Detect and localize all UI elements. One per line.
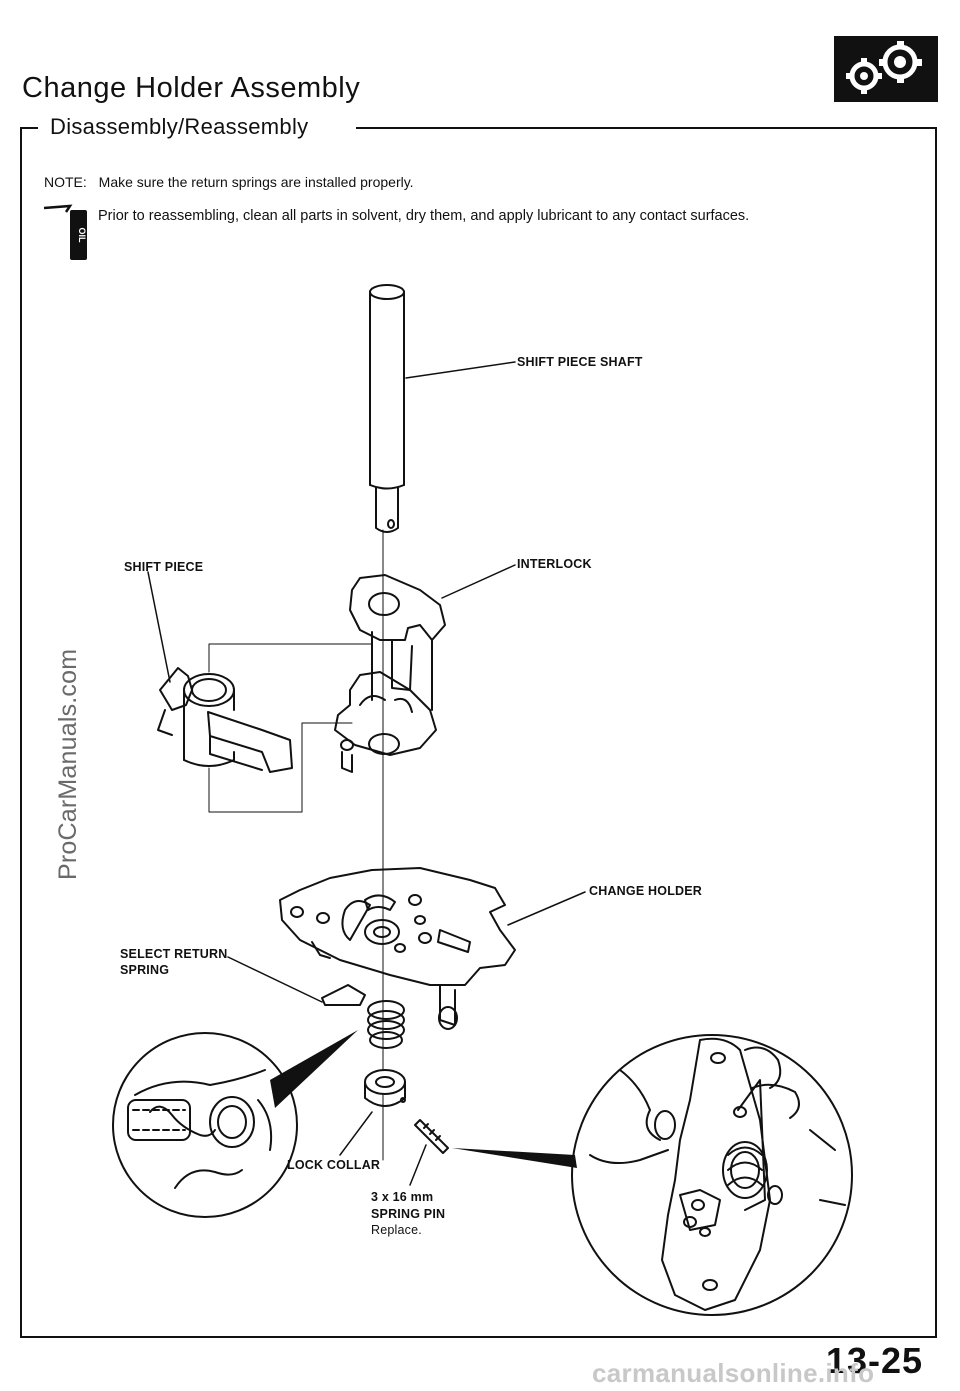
leader-shift-piece <box>147 571 171 683</box>
label-shift-piece-shaft: SHIFT PIECE SHAFT <box>517 355 643 369</box>
leader-lock-collar <box>339 1111 373 1156</box>
note-label: NOTE: <box>44 174 87 190</box>
watermark-side: ProCarManuals.com <box>54 648 82 880</box>
label-shift-piece: SHIFT PIECE <box>124 560 204 574</box>
leader-spring-pin <box>409 1144 427 1186</box>
leader-change-holder <box>507 891 586 926</box>
label-spring-pin: SPRING PIN <box>371 1207 446 1221</box>
note-line: NOTE: Make sure the return springs are i… <box>44 174 414 190</box>
label-select-return-spring-line2: SPRING <box>120 963 170 977</box>
prior-instruction: Prior to reassembling, clean all parts i… <box>98 208 750 224</box>
leader-shift-piece-shaft <box>405 361 516 379</box>
interlock <box>334 574 446 773</box>
lock-collar <box>364 1069 406 1107</box>
label-interlock: INTERLOCK <box>517 557 592 571</box>
leader-select-return-spring <box>227 956 323 1003</box>
transmission-gear-icon <box>834 36 938 102</box>
change-holder <box>279 867 516 1030</box>
note-text: Make sure the return springs are install… <box>98 174 414 190</box>
label-replace: Replace. <box>371 1223 422 1237</box>
frame-top-rule-right <box>356 127 937 129</box>
select-return-spring <box>321 984 405 1049</box>
oil-icon-text: OIL <box>77 228 87 244</box>
detail-circle-left <box>112 1032 298 1218</box>
frame-top-rule-left <box>20 127 38 129</box>
page-title: Change Holder Assembly <box>22 72 361 104</box>
shift-piece-shaft <box>369 284 405 533</box>
page-number: 13-25 <box>826 1340 924 1381</box>
magnifier-wedge-right <box>452 1148 577 1168</box>
detail-circle-right <box>571 1034 853 1316</box>
label-change-holder: CHANGE HOLDER <box>589 884 703 898</box>
watermark-bottom: carmanualsonline.info <box>592 1358 875 1388</box>
section-subtitle: Disassembly/Reassembly <box>46 114 313 140</box>
label-spring-pin-size: 3 x 16 mm <box>371 1190 434 1204</box>
leader-interlock <box>441 564 516 599</box>
spring-pin <box>414 1119 449 1154</box>
oil-can-icon: OIL <box>40 200 90 264</box>
label-lock-collar: LOCK COLLAR <box>287 1158 381 1172</box>
section-frame <box>20 127 937 1338</box>
magnifier-wedge-left <box>270 1030 358 1108</box>
label-select-return-spring-line1: SELECT RETURN <box>120 947 228 961</box>
shift-piece <box>157 643 373 813</box>
